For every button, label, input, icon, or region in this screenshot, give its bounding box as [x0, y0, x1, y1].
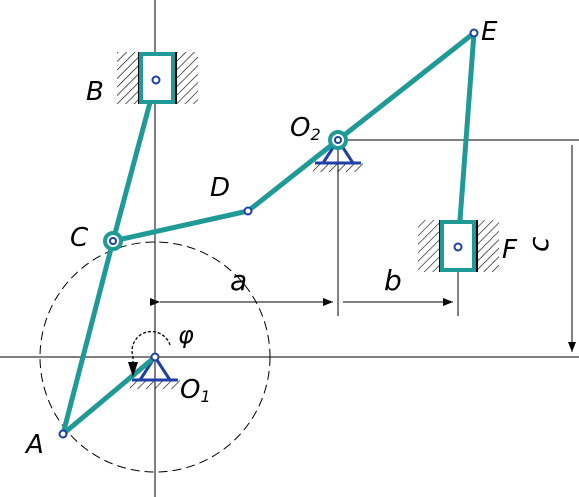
joint-o1	[150, 352, 160, 362]
label-b: B	[86, 77, 104, 107]
label-o2: O2	[290, 113, 321, 144]
label-a: A	[24, 430, 44, 460]
rotation-arrowhead	[128, 362, 138, 377]
joints	[58, 28, 479, 439]
dimension-label-a: a	[230, 264, 247, 297]
label-o1-sub: 1	[200, 387, 210, 406]
link-c-b	[110, 77, 159, 244]
dimension-label-b: b	[384, 264, 402, 297]
label-f: F	[502, 235, 518, 265]
crank-circle	[39, 241, 271, 473]
joint-f	[453, 242, 463, 252]
joint-o2	[328, 130, 348, 150]
label-o1-main: O	[180, 375, 200, 405]
label-e: E	[481, 17, 498, 47]
link-o2-e	[335, 30, 477, 143]
label-o1: O1	[180, 375, 211, 406]
ground-support-o1	[130, 354, 180, 389]
label-c: C	[70, 223, 89, 253]
label-d: D	[210, 173, 230, 203]
label-phi: φ	[178, 321, 194, 349]
dimension-label-c: c	[522, 236, 555, 252]
joint-b	[151, 75, 161, 85]
joint-a	[58, 429, 68, 439]
joint-e	[469, 28, 479, 38]
ground-support-o2	[313, 137, 363, 172]
link-d-o2	[245, 137, 341, 214]
link-c-d	[110, 208, 251, 244]
link-e-f	[455, 30, 477, 250]
link-o1-a	[60, 354, 158, 437]
joint-c	[103, 231, 123, 251]
links	[60, 30, 477, 437]
label-o2-main: O	[290, 113, 310, 143]
link-a-c	[60, 238, 116, 437]
joint-d	[243, 206, 253, 216]
label-o2-sub: 2	[310, 125, 320, 144]
rotation-arrow-phi	[131, 330, 171, 372]
